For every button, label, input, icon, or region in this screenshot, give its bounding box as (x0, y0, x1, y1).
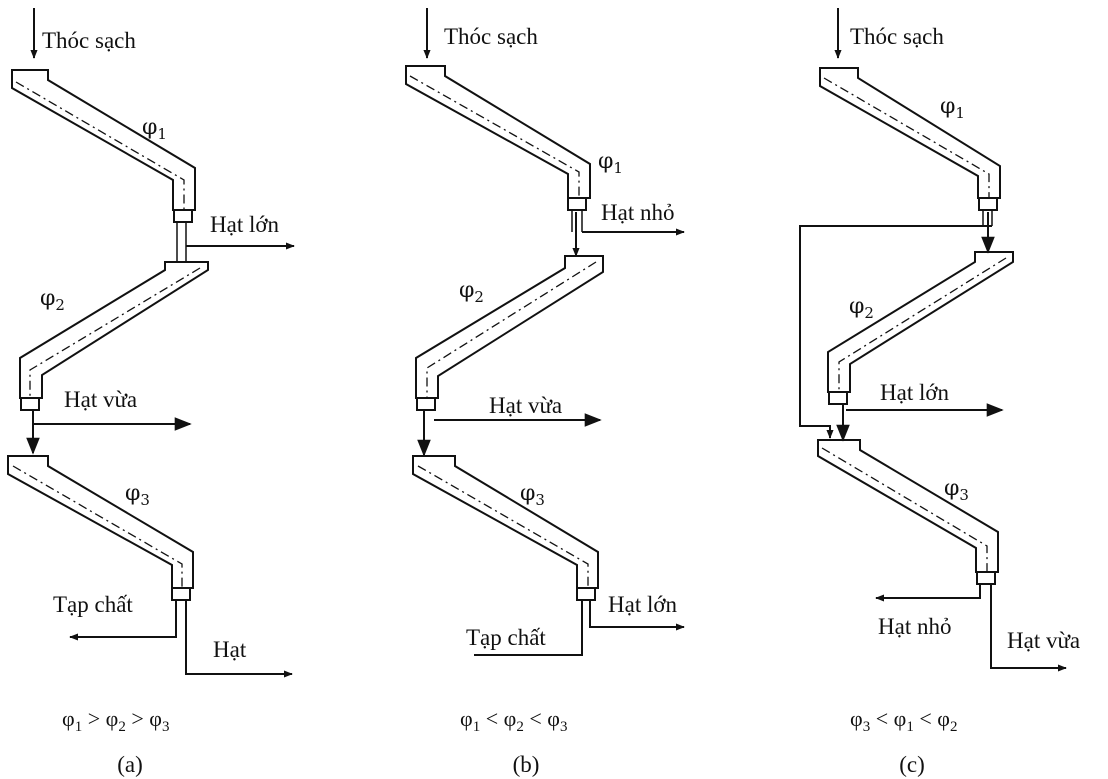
output-label-c2: Hạt lớn (880, 380, 950, 405)
caption-b: (b) (513, 752, 540, 777)
caption-a: (a) (117, 752, 143, 777)
output-label-a1: Hạt lớn (210, 212, 280, 237)
sieve-c1 (819, 67, 1001, 211)
output-label-a4: Hạt (213, 637, 247, 662)
sieve-c3 (817, 439, 999, 585)
sieve-label-b3: φ3 (520, 481, 545, 509)
output-arrow-c3 (875, 584, 981, 602)
output-arrow-c1 (799, 225, 992, 439)
panel-b: Thóc sạch φ1 Hạt nhỏ φ2 Hạt vừa (405, 8, 685, 777)
input-label-c: Thóc sạch (850, 24, 944, 49)
output-arrow-a3 (69, 600, 177, 641)
output-label-c3: Hạt nhỏ (878, 614, 951, 639)
output-label-a2: Hạt vừa (64, 387, 137, 412)
output-label-a3: Tạp chất (53, 592, 133, 617)
panel-c: Thóc sạch φ1 φ2 Hạt lớn (799, 8, 1080, 777)
sieve-a1 (11, 69, 196, 223)
sieve-label-a3: φ3 (125, 481, 150, 509)
output-label-c4: Hạt vừa (1007, 628, 1080, 653)
condition-c: φ3 < φ1 < φ2 (850, 706, 957, 735)
sieve-label-a2: φ2 (40, 286, 65, 314)
sieve-label-b1: φ1 (598, 149, 623, 177)
output-arrow-a4 (185, 600, 293, 678)
sieve-b2 (415, 255, 604, 411)
sieve-b1 (405, 65, 591, 211)
panel-a: Thóc sạch φ1 Hạt lớn φ2 Hạt vừa (7, 8, 295, 777)
input-label-b: Thóc sạch (444, 24, 538, 49)
sieve-label-c1: φ1 (940, 94, 965, 122)
sieve-a3 (7, 455, 194, 601)
output-label-b3: Hạt lớn (608, 592, 678, 617)
sieve-a2 (19, 261, 209, 411)
sieve-c2 (827, 251, 1014, 405)
output-arrow-b3 (589, 600, 685, 631)
caption-c: (c) (899, 752, 925, 777)
output-label-b1: Hạt nhỏ (601, 200, 674, 225)
condition-b: φ1 < φ2 < φ3 (460, 706, 567, 735)
output-arrow-b4 (474, 600, 583, 656)
input-label-a: Thóc sạch (42, 28, 136, 53)
sieve-label-c2: φ2 (849, 294, 874, 322)
output-label-b2: Hạt vừa (489, 393, 562, 418)
sieve-label-a1: φ1 (142, 115, 167, 143)
sieve-label-c3: φ3 (944, 476, 969, 504)
sieve-b3 (412, 455, 599, 601)
output-arrow-c4 (990, 584, 1067, 672)
condition-a: φ1 > φ2 > φ3 (62, 706, 169, 735)
output-label-b4: Tạp chất (466, 625, 546, 650)
sieve-label-b2: φ2 (459, 278, 484, 306)
